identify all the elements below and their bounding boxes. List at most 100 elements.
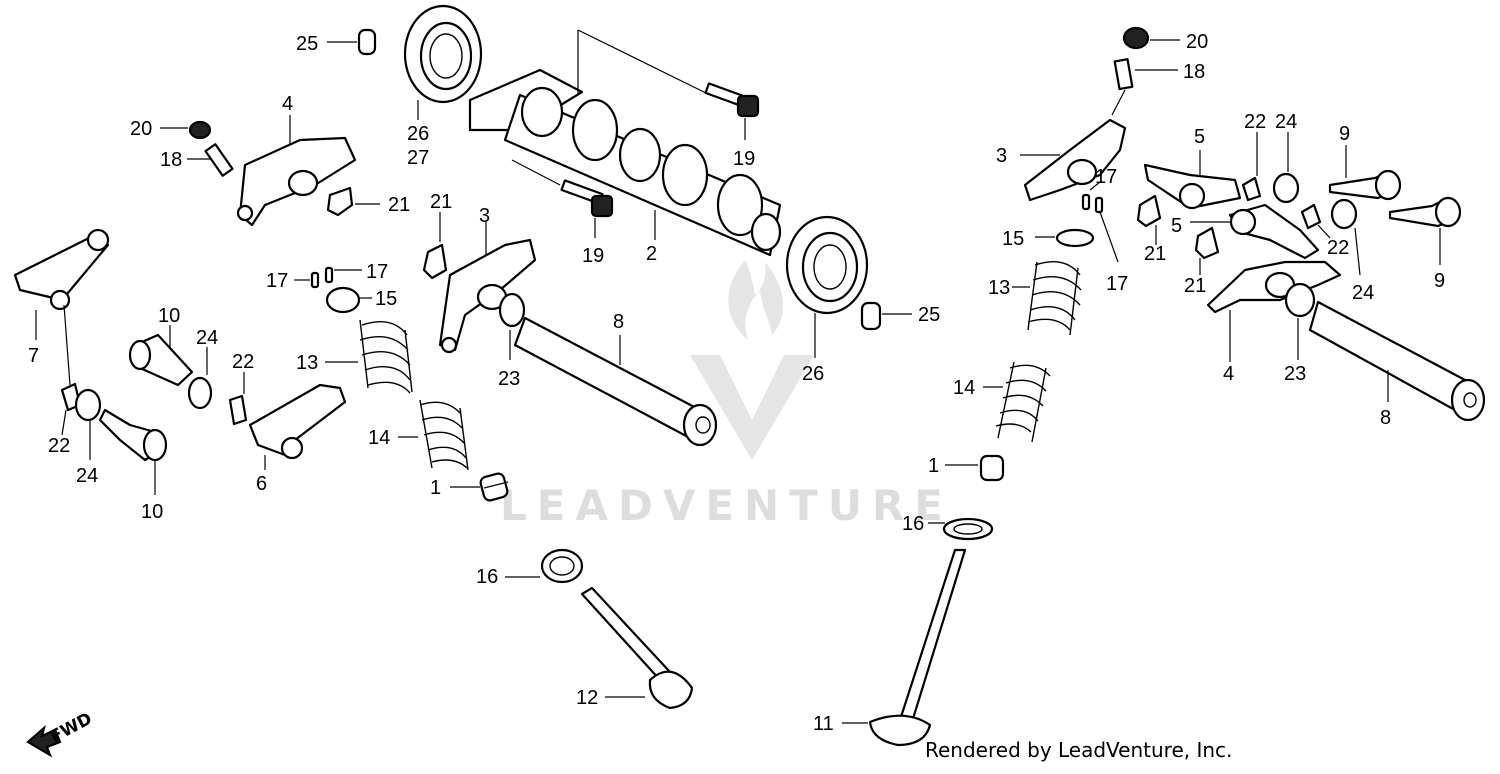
callout-18: 18	[1183, 61, 1205, 83]
watermark-text: LEADVENTURE	[500, 481, 953, 530]
callout-7: 7	[28, 345, 39, 367]
callout-18: 18	[160, 149, 182, 171]
washer-icon	[1330, 198, 1358, 230]
callout-12: 12	[576, 687, 598, 709]
callout-labels: 25 26 27 19 19 2 4 20 18 21 21 3 17 17 1…	[28, 31, 1445, 735]
callout-4: 4	[1223, 363, 1234, 385]
callout-10: 10	[141, 501, 163, 523]
callout-25: 25	[918, 304, 940, 326]
rocker-pin-icon	[1328, 169, 1402, 201]
callout-22: 22	[48, 435, 70, 457]
callout-13: 13	[296, 352, 318, 374]
rocker-arm-icon	[1023, 118, 1127, 202]
callout-15: 15	[375, 288, 397, 310]
gasket-icon	[326, 186, 354, 217]
bolt-icon	[560, 179, 614, 218]
callout-23: 23	[1284, 363, 1306, 385]
callout-13: 13	[988, 277, 1010, 299]
callout-24: 24	[196, 327, 218, 349]
callout-23: 23	[498, 368, 520, 390]
callout-3: 3	[479, 205, 490, 227]
gasket-icon	[1136, 194, 1162, 228]
spring-seat-icon	[540, 548, 584, 584]
thrust-washer-icon	[1300, 203, 1322, 230]
callout-3: 3	[996, 145, 1007, 167]
callout-10: 10	[158, 305, 180, 327]
camshaft-bearing-icon	[403, 4, 483, 104]
valve-cotter-icon	[1094, 196, 1104, 214]
shaft-washer-icon	[1284, 282, 1316, 318]
callout-24: 24	[1275, 111, 1297, 133]
exhaust-valve-icon	[580, 586, 694, 710]
spring-retainer-icon	[325, 286, 361, 314]
washer-icon	[1272, 172, 1300, 204]
callout-8: 8	[613, 311, 624, 333]
callout-5: 5	[1194, 126, 1205, 148]
rocker-arm-icon	[236, 136, 357, 227]
valve-cotter-icon	[324, 266, 334, 284]
callout-1: 1	[430, 477, 441, 499]
thrust-washer-icon	[1241, 176, 1262, 202]
callout-11: 11	[813, 713, 834, 735]
gasket-icon	[1194, 226, 1220, 260]
valve-stem-seal-icon	[979, 454, 1005, 482]
callout-17: 17	[266, 270, 288, 292]
callout-9: 9	[1434, 270, 1445, 292]
callout-24: 24	[1352, 282, 1374, 304]
shaft-washer-icon	[498, 292, 526, 328]
callout-6: 6	[256, 473, 267, 495]
rocker-arm-shaft-icon	[513, 316, 718, 447]
callout-22: 22	[1327, 237, 1349, 259]
callout-15: 15	[1002, 228, 1024, 250]
callout-21: 21	[1184, 275, 1206, 297]
rocker-arm-icon	[248, 383, 347, 460]
valve-stem-seal-icon	[479, 472, 509, 502]
leadventure-watermark-logo	[690, 260, 814, 460]
lock-nut-icon	[1122, 26, 1150, 50]
callout-27: 27	[407, 147, 429, 169]
callout-20: 20	[130, 118, 152, 140]
rocker-shaft-icon	[13, 228, 110, 311]
callout-16: 16	[902, 513, 924, 535]
callout-19: 19	[733, 148, 755, 170]
valve-cotter-icon	[1081, 193, 1091, 211]
callout-21: 21	[388, 194, 410, 216]
rocker-pin-icon	[98, 408, 168, 462]
callout-8: 8	[1380, 407, 1391, 429]
render-credit: Rendered by LeadVenture, Inc.	[925, 738, 1233, 762]
rocker-arm-icon	[438, 238, 537, 354]
inner-valve-spring-icon	[995, 361, 1051, 443]
callout-14: 14	[953, 377, 975, 399]
callout-16: 16	[476, 566, 498, 588]
callout-19: 19	[582, 245, 604, 267]
dowel-pin-icon	[860, 301, 882, 331]
spring-seat-icon	[942, 517, 994, 541]
washer-icon	[74, 388, 102, 422]
rocker-arm-icon	[1206, 260, 1342, 314]
rocker-shaft-icon	[1143, 163, 1242, 210]
callout-4: 4	[282, 93, 293, 115]
rocker-shaft-icon	[1228, 203, 1320, 260]
spring-retainer-icon	[1055, 228, 1095, 248]
bolt-icon	[704, 82, 760, 118]
adjusting-screw-icon	[1113, 58, 1134, 91]
callout-26: 26	[407, 123, 429, 145]
callout-25: 25	[296, 33, 318, 55]
callout-20: 20	[1186, 31, 1208, 53]
callout-5: 5	[1171, 215, 1182, 237]
fwd-arrow-icon	[26, 724, 62, 758]
callout-14: 14	[368, 427, 390, 449]
gasket-icon	[422, 243, 448, 280]
callout-26: 26	[802, 363, 824, 385]
callout-17: 17	[1106, 273, 1128, 295]
callout-21: 21	[430, 191, 452, 213]
callout-1: 1	[928, 455, 939, 477]
rocker-pin-icon	[128, 333, 194, 387]
callout-9: 9	[1339, 123, 1350, 145]
callout-22: 22	[232, 351, 254, 373]
callout-22: 22	[1244, 111, 1266, 133]
outer-valve-spring-icon	[1027, 261, 1082, 336]
lock-nut-icon	[188, 120, 212, 140]
